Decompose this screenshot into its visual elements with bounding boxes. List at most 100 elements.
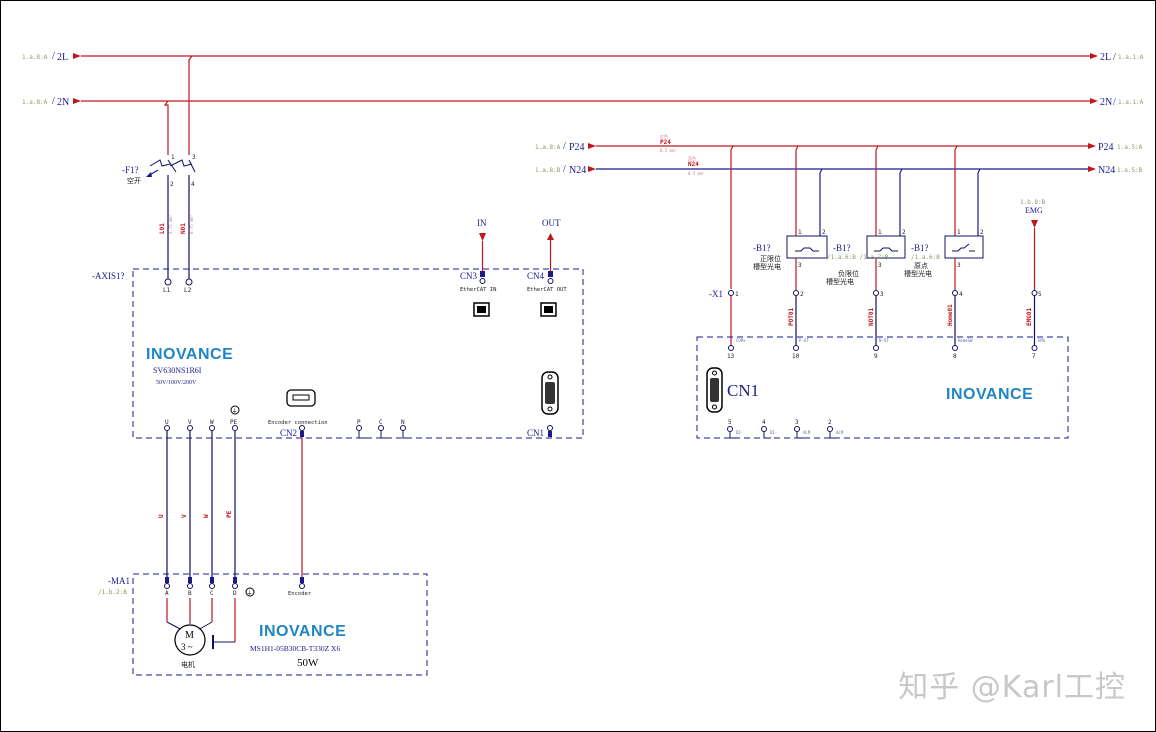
arrow-icon — [588, 166, 596, 172]
screw-icon — [712, 370, 717, 376]
terminal-icon — [164, 583, 170, 589]
rail-2n: 1.a.8:A / 2N 2N / 1.a.1:A — [22, 96, 1144, 108]
screw-icon — [547, 406, 553, 412]
sensor-2-body — [866, 235, 906, 259]
rail-2l-ref-left: 1.a.8:A — [22, 54, 48, 61]
cn1-label[interactable]: CN1 — [527, 428, 544, 438]
drive-pin-p: P — [357, 419, 361, 426]
cn1-pin-9: 9 — [874, 353, 878, 360]
terminal-x1: -X1 1 2 3 4 5 POT01 NOT01 Home01 EMG01 — [709, 289, 1042, 346]
cn2-label[interactable]: CN2 — [280, 428, 297, 438]
cn1-sig-pot: P-OT — [799, 338, 809, 343]
cn4-label[interactable]: CN4 — [527, 271, 545, 281]
motor-cable: U V W PE — [158, 431, 303, 580]
motor-pin-d: D — [233, 590, 237, 597]
cn1-pin-5: 5 — [728, 419, 732, 426]
cn4-desc: EtherCAT OUT — [527, 287, 567, 293]
arrow-down-icon — [479, 233, 486, 241]
rail-2n-label-right: 2N — [1100, 97, 1112, 108]
terminal-icon — [232, 583, 238, 589]
rail-2n-label-left: 2N — [57, 97, 69, 108]
pin-lead — [402, 431, 410, 439]
terminal-icon — [547, 425, 553, 431]
drive-tag: -AXIS1? — [92, 271, 125, 281]
motor-ref: /1.b.2:B — [98, 589, 127, 596]
wire-size-l01: 0.75 mm² — [168, 215, 173, 234]
sensor-2: 1 2 ⋮ 3 -B1? /1.a.6:B /1.a.7:B 负限位 槽型光电 — [826, 145, 906, 290]
wire-tag-pot01: POT01 — [788, 308, 795, 326]
sensor-1-desc2: 槽型光电 — [753, 262, 781, 271]
cn3-label[interactable]: CN3 — [460, 271, 478, 281]
db9-pins-icon — [545, 382, 555, 404]
cn3-desc: EtherCAT IN — [460, 287, 496, 293]
pin-lead — [358, 431, 366, 439]
terminal-icon — [209, 425, 215, 431]
sensor-contact-icon — [874, 247, 898, 252]
cn1-sig-emg: EMG — [1038, 338, 1046, 343]
sensor-1-body — [786, 235, 828, 259]
ground-icon — [230, 405, 240, 415]
terminal-icon — [952, 290, 958, 296]
sensor-pin: 3 — [798, 262, 802, 269]
cn1-sig-4: DI- — [770, 430, 777, 435]
pin-lead — [829, 432, 837, 439]
motor-ma1: -MA1 /1.b.2:B A B C D ⏚ Encoder — [98, 573, 428, 676]
terminal-icon — [547, 278, 554, 284]
rail-2n-ref-right: 1.a.1:A — [1118, 99, 1144, 106]
sensor-3-p24 — [954, 145, 958, 237]
terminal-icon — [761, 426, 767, 432]
rail-p24-label-right: P24 — [1098, 142, 1114, 153]
rail-n24-label-left: N24 — [569, 165, 586, 176]
connector-icon — [165, 577, 169, 583]
rail-2n-ref-left: 1.a.8:A — [22, 99, 48, 106]
connector-icon — [300, 577, 304, 583]
cn1-pin-2: 2 — [828, 419, 832, 426]
motor-tag: -MA1 — [108, 576, 130, 586]
sensor-pin: 1 — [878, 229, 882, 236]
rail-2l-label-left: 2L — [57, 52, 68, 63]
sensor-3-desc2: 槽型光电 — [904, 269, 932, 278]
rail-p24-ref-left: 1.a.8:A — [535, 144, 561, 151]
terminal-icon — [727, 426, 733, 432]
connector-icon — [188, 577, 192, 583]
wire-tag-pe: PE — [226, 510, 233, 518]
cn1-pin-8: 8 — [953, 353, 957, 360]
x1-pin-5: 5 — [1038, 291, 1042, 298]
rail-2l-ref-right: 1.a.1:A — [1118, 54, 1144, 61]
cn1-block-label[interactable]: CN1 — [727, 381, 759, 400]
sensor-2-ref: /1.a.6:B /1.a.7:B — [827, 254, 889, 261]
motor-encoder-pin: Encoder — [288, 591, 312, 597]
wire-tag-emg01: EMG01 — [1026, 308, 1033, 326]
wire-tag-v: V — [181, 514, 188, 518]
terminal-icon — [299, 425, 305, 431]
encoder-port-inner-icon — [292, 394, 310, 401]
drive-boundary — [132, 268, 584, 439]
terminal-icon — [187, 583, 193, 589]
rail-p24-ref-right: 1.a.5:A — [1117, 144, 1143, 151]
terminal-icon — [793, 345, 799, 351]
terminal-tag: -X1 — [709, 289, 723, 299]
motor-symbol-3ph: 3 ~ — [181, 642, 193, 652]
drive-pin-v: V — [188, 419, 192, 426]
sensor-2-desc2: 槽型光电 — [826, 277, 854, 286]
rail-p24-label-left: P24 — [569, 142, 585, 153]
arrow-icon — [1090, 53, 1098, 59]
x1-pin-2: 2 — [800, 291, 804, 298]
sensor-3-tag: -B1? — [911, 243, 929, 253]
motor-power: 50W — [297, 657, 319, 669]
arrow-icon — [73, 53, 81, 59]
x1-pin-1: 1 — [735, 291, 739, 298]
cn1-pin-3: 3 — [795, 419, 799, 426]
breaker-desc: 空开 — [127, 176, 141, 185]
motor-pin-c: C — [210, 590, 214, 597]
sensor-1-desc1: 正限位 — [760, 254, 781, 263]
cn1-pin-4: 4 — [762, 419, 766, 426]
terminal-icon — [400, 425, 406, 431]
sensor-3: 1 2 ⋮ 3 -B1? /1.a.6:B 原点 槽型光电 — [904, 145, 984, 290]
terminal-icon — [952, 345, 958, 351]
rj45-port-inner-icon — [544, 306, 553, 313]
screw-icon — [547, 374, 553, 380]
light-emitter-icon: ⋮ — [783, 239, 791, 248]
